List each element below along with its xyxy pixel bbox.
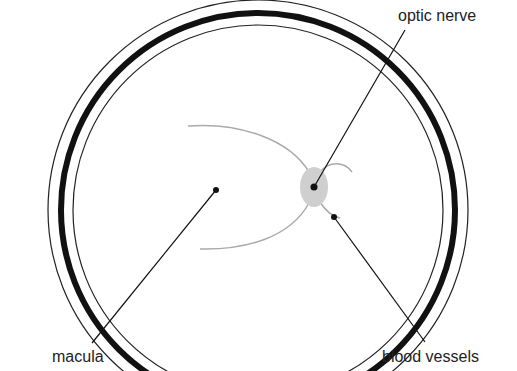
leader-line (314, 30, 405, 187)
blood-vessel (320, 202, 340, 218)
part-label: blood vessels (382, 347, 479, 366)
blood-vessel (200, 203, 309, 249)
leader-line (334, 217, 425, 342)
leader-line (92, 190, 216, 343)
part-label: macula (52, 347, 104, 366)
retina-band (61, 13, 455, 371)
part-label: optic nerve (398, 6, 476, 25)
outer-wall (48, 0, 468, 371)
inner-wall (73, 25, 443, 371)
blood-vessel (188, 125, 309, 172)
